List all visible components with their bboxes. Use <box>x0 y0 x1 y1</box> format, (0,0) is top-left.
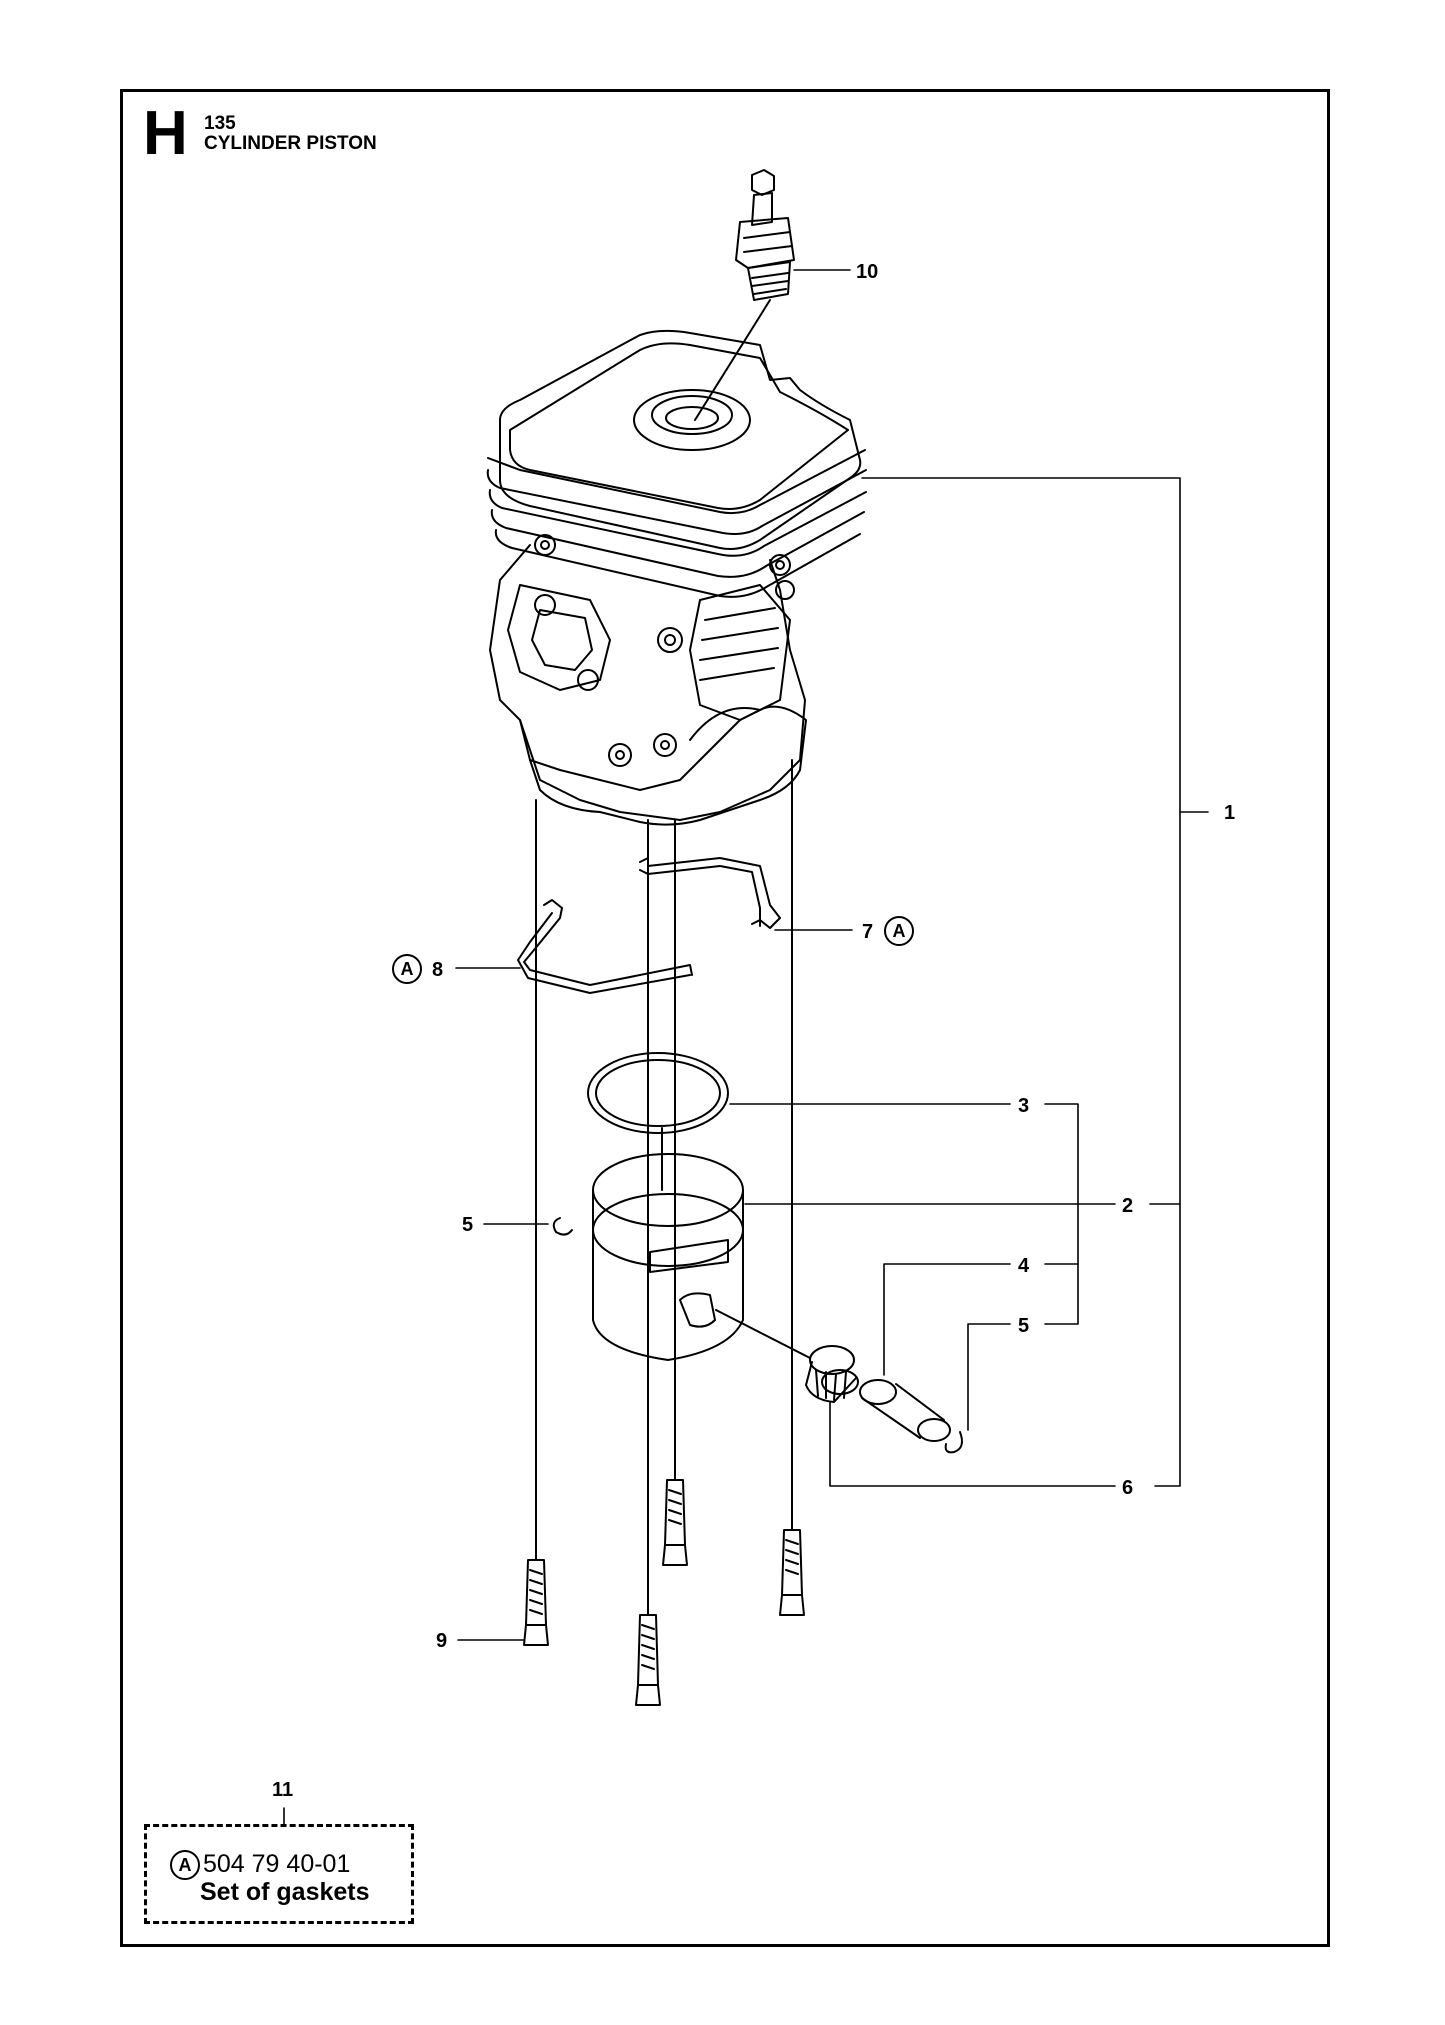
leader-lines <box>283 269 1209 1825</box>
spark-plug-drawing <box>694 169 795 421</box>
callout-5-right: 5 <box>1018 1315 1030 1337</box>
callout-9: 9 <box>436 1630 448 1652</box>
callout-10: 10 <box>856 261 879 283</box>
piston-drawing <box>552 1127 744 1361</box>
gasket-7-drawing <box>639 857 781 929</box>
marker-a-7: A <box>884 916 914 946</box>
callout-4: 4 <box>1018 1255 1030 1277</box>
marker-a-8: A <box>392 954 422 984</box>
callout-3: 3 <box>1018 1095 1030 1117</box>
callout-8: 8 <box>432 959 444 981</box>
cylinder-drawing <box>486 329 867 826</box>
kit-description: Set of gaskets <box>200 1878 370 1906</box>
callout-2: 2 <box>1122 1195 1134 1217</box>
page-frame <box>120 89 1330 1947</box>
callout-7: 7 <box>862 921 874 943</box>
kit-part-number: 504 79 40-01 <box>203 1850 351 1878</box>
bearing-pin-drawing <box>715 1309 963 1454</box>
callout-5-left: 5 <box>462 1214 474 1236</box>
gasket-8-drawing <box>517 899 693 994</box>
page-title: CYLINDER PISTON <box>204 133 377 154</box>
marker-a-kit: A <box>170 1850 200 1880</box>
callout-6: 6 <box>1122 1477 1134 1499</box>
section-letter: H <box>143 99 188 168</box>
page-number: 135 <box>204 113 236 134</box>
callout-1: 1 <box>1224 802 1236 824</box>
gasket-kit-box <box>144 1824 414 1924</box>
piston-ring-drawing <box>587 1052 729 1134</box>
screws-drawing <box>523 759 805 1706</box>
callout-11: 11 <box>272 1779 294 1801</box>
